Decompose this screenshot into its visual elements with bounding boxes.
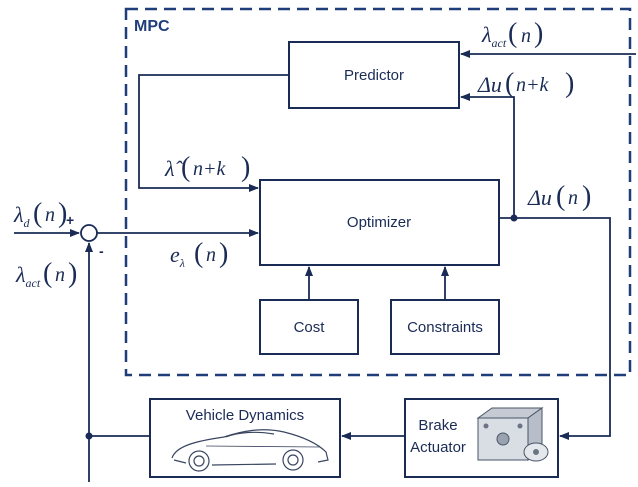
svg-text:eλ: eλ [170,242,185,270]
label-e-lambda: eλ ( n ) [170,238,228,270]
abs-module-icon [476,407,549,462]
svg-text:λd: λd [13,202,31,230]
svg-text:(: ( [43,258,52,289]
mpc-label: MPC [134,18,170,35]
wire-delta-u-feedback [460,93,515,218]
label-lambda-d: λd ( n ) [13,198,67,230]
label-lambda-hat-nk: λ̂ ( n+k ) [164,152,250,183]
svg-text:λact: λact [15,262,41,290]
car-sketch-icon [171,429,329,472]
svg-text:(: ( [33,198,42,229]
svg-text:): ) [565,68,574,99]
predictor-label: Predictor [344,67,404,84]
svg-text:n+k: n+k [193,158,226,180]
optimizer-label: Optimizer [347,214,411,231]
summing-junction: + - [66,212,104,259]
optimizer-block: Optimizer [259,179,500,266]
junction-dot-feedback [85,432,93,440]
svg-text:): ) [219,238,228,269]
actuator-label: Actuator [410,439,466,456]
constraints-label: Constraints [407,319,483,336]
plus-sign: + [66,212,74,228]
brake-label: Brake [418,417,457,434]
wire-vehicle-output [88,435,150,482]
wire-optimizer-output [499,217,611,440]
constraints-block: Constraints [390,299,500,355]
svg-text:(: ( [556,181,565,212]
brake-actuator-block: Brake Actuator [404,398,559,478]
label-delta-u-n: Δu ( n ) [527,181,591,212]
svg-text:n: n [45,204,55,226]
svg-text:n: n [55,264,65,286]
cost-label: Cost [294,319,326,336]
svg-text:(: ( [505,68,514,99]
svg-text:): ) [582,181,591,212]
vehicle-dynamics-block: Vehicle Dynamics [149,398,341,478]
svg-text:λact: λact [481,22,507,50]
svg-text:): ) [58,198,67,229]
label-lambda-act-left: λact ( n ) [15,258,77,290]
svg-text:n: n [568,187,578,209]
mpc-boundary [124,7,632,377]
label-lambda-act-top: λact ( n ) [481,18,543,50]
minus-sign: - [99,243,104,259]
label-delta-u-nk: Δu ( n+k ) [477,68,574,99]
svg-text:): ) [534,18,543,49]
svg-text:): ) [241,152,250,183]
svg-text:(: ( [194,238,203,269]
svg-text:Δu: Δu [477,72,502,97]
predictor-block: Predictor [288,41,460,109]
svg-text:(: ( [181,152,190,183]
junction-dot-delta-u [510,214,518,222]
svg-text:n: n [521,25,531,47]
vehicle-dynamics-label: Vehicle Dynamics [186,407,304,424]
wire-predictor-to-optimizer [138,74,289,192]
svg-text:n: n [206,244,216,266]
svg-text:(: ( [508,18,517,49]
svg-text:): ) [68,258,77,289]
cost-block: Cost [259,299,359,355]
svg-text:n+k: n+k [516,74,549,96]
svg-text:Δu: Δu [527,185,552,210]
